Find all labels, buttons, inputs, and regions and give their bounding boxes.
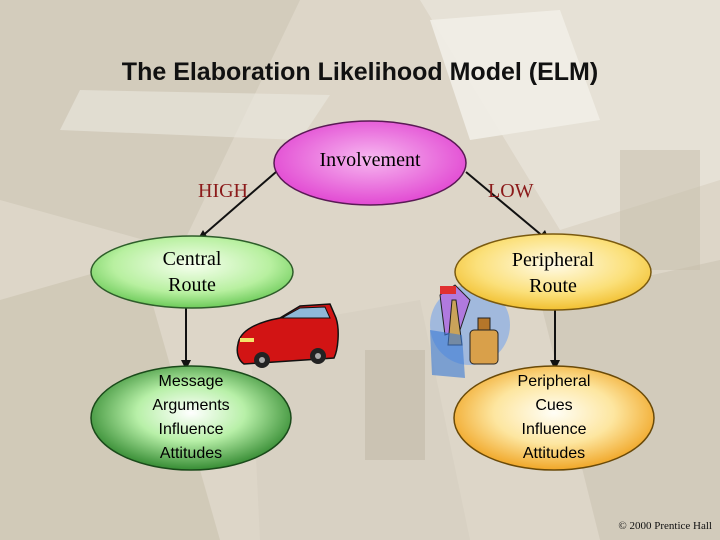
cues-line-2: Cues (535, 397, 573, 414)
cues-line-4: Attitudes (522, 445, 586, 462)
cues-line-1: Peripheral (517, 373, 591, 390)
cues-line-3: Influence (521, 421, 587, 438)
car-illustration (236, 303, 339, 368)
message-line-1: Message (158, 373, 224, 390)
perfume-illustration (430, 284, 510, 378)
message-line-2: Arguments (152, 397, 230, 414)
high-label: HIGH (198, 180, 248, 202)
slide-title: The Elaboration Likelihood Model (ELM) (121, 58, 599, 86)
message-line-3: Influence (158, 421, 224, 438)
central-route-line-2: Route (168, 274, 216, 296)
peripheral-route-node: Peripheral Route (455, 244, 651, 302)
peripheral-route-line-2: Route (529, 275, 577, 297)
low-label: LOW (488, 180, 534, 202)
peripheral-cues-node: Peripheral Cues Influence Attitudes (454, 370, 654, 466)
involvement-label: Involvement (319, 148, 421, 171)
involvement-node: Involvement (274, 140, 466, 180)
peripheral-route-line-1: Peripheral (511, 249, 595, 271)
message-arguments-node: Message Arguments Influence Attitudes (91, 370, 291, 466)
central-route-line-1: Central (162, 248, 222, 270)
central-route-node: Central Route (91, 244, 293, 300)
message-line-4: Attitudes (159, 445, 223, 462)
copyright-notice: © 2000 Prentice Hall (618, 520, 712, 532)
